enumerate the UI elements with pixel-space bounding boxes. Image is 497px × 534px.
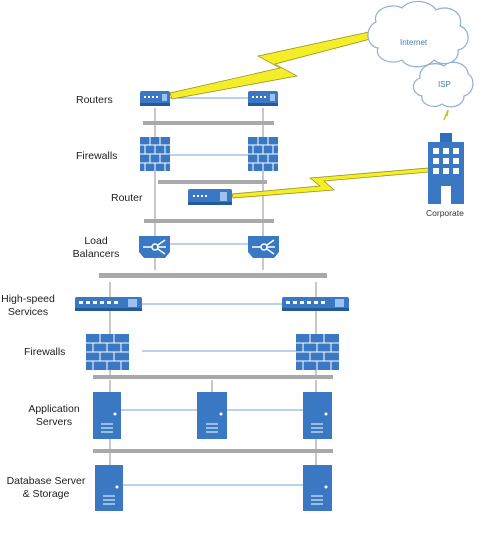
- bus-bar: [93, 375, 333, 379]
- label-database-storage: Database Server & Storage: [6, 475, 86, 500]
- firewall-icon: [140, 137, 170, 171]
- server-icon: [303, 465, 332, 511]
- bus-bar: [158, 180, 267, 184]
- label-high-speed-services: High-speed Services: [1, 293, 55, 318]
- label-router: Router: [111, 192, 143, 204]
- label-load-balancers: Load Balancers: [72, 235, 120, 260]
- bus-bar: [144, 219, 274, 223]
- firewall-icon: [296, 334, 339, 370]
- router-icon: [140, 91, 170, 106]
- bus-bar: [99, 273, 327, 278]
- router-icon: [188, 189, 232, 205]
- firewall-icon: [248, 137, 278, 171]
- server-icon: [95, 465, 123, 511]
- load-balancer-icon: [139, 236, 170, 258]
- label-isp: ISP: [438, 80, 451, 89]
- label-firewalls-top: Firewalls: [76, 150, 118, 162]
- server-icon: [93, 392, 121, 439]
- label-internet: Internet: [400, 38, 428, 47]
- server-icon: [303, 392, 332, 439]
- switch-icon: [282, 297, 349, 311]
- load-balancer-icon: [248, 236, 279, 258]
- label-application-servers: Application Servers: [28, 403, 80, 428]
- label-routers: Routers: [76, 94, 113, 106]
- bus-bars: [93, 121, 333, 453]
- cloud-icon: [367, 0, 474, 108]
- building-icon: [428, 133, 464, 204]
- label-corporate: Corporate: [426, 208, 464, 218]
- bus-bar: [93, 449, 333, 453]
- label-firewalls-bottom: Firewalls: [24, 346, 66, 358]
- bus-bar: [143, 121, 274, 125]
- firewall-icon: [86, 334, 129, 370]
- server-icon: [197, 392, 227, 439]
- switch-icon: [75, 297, 142, 311]
- connection-lines: [121, 97, 303, 486]
- router-icon: [248, 91, 278, 106]
